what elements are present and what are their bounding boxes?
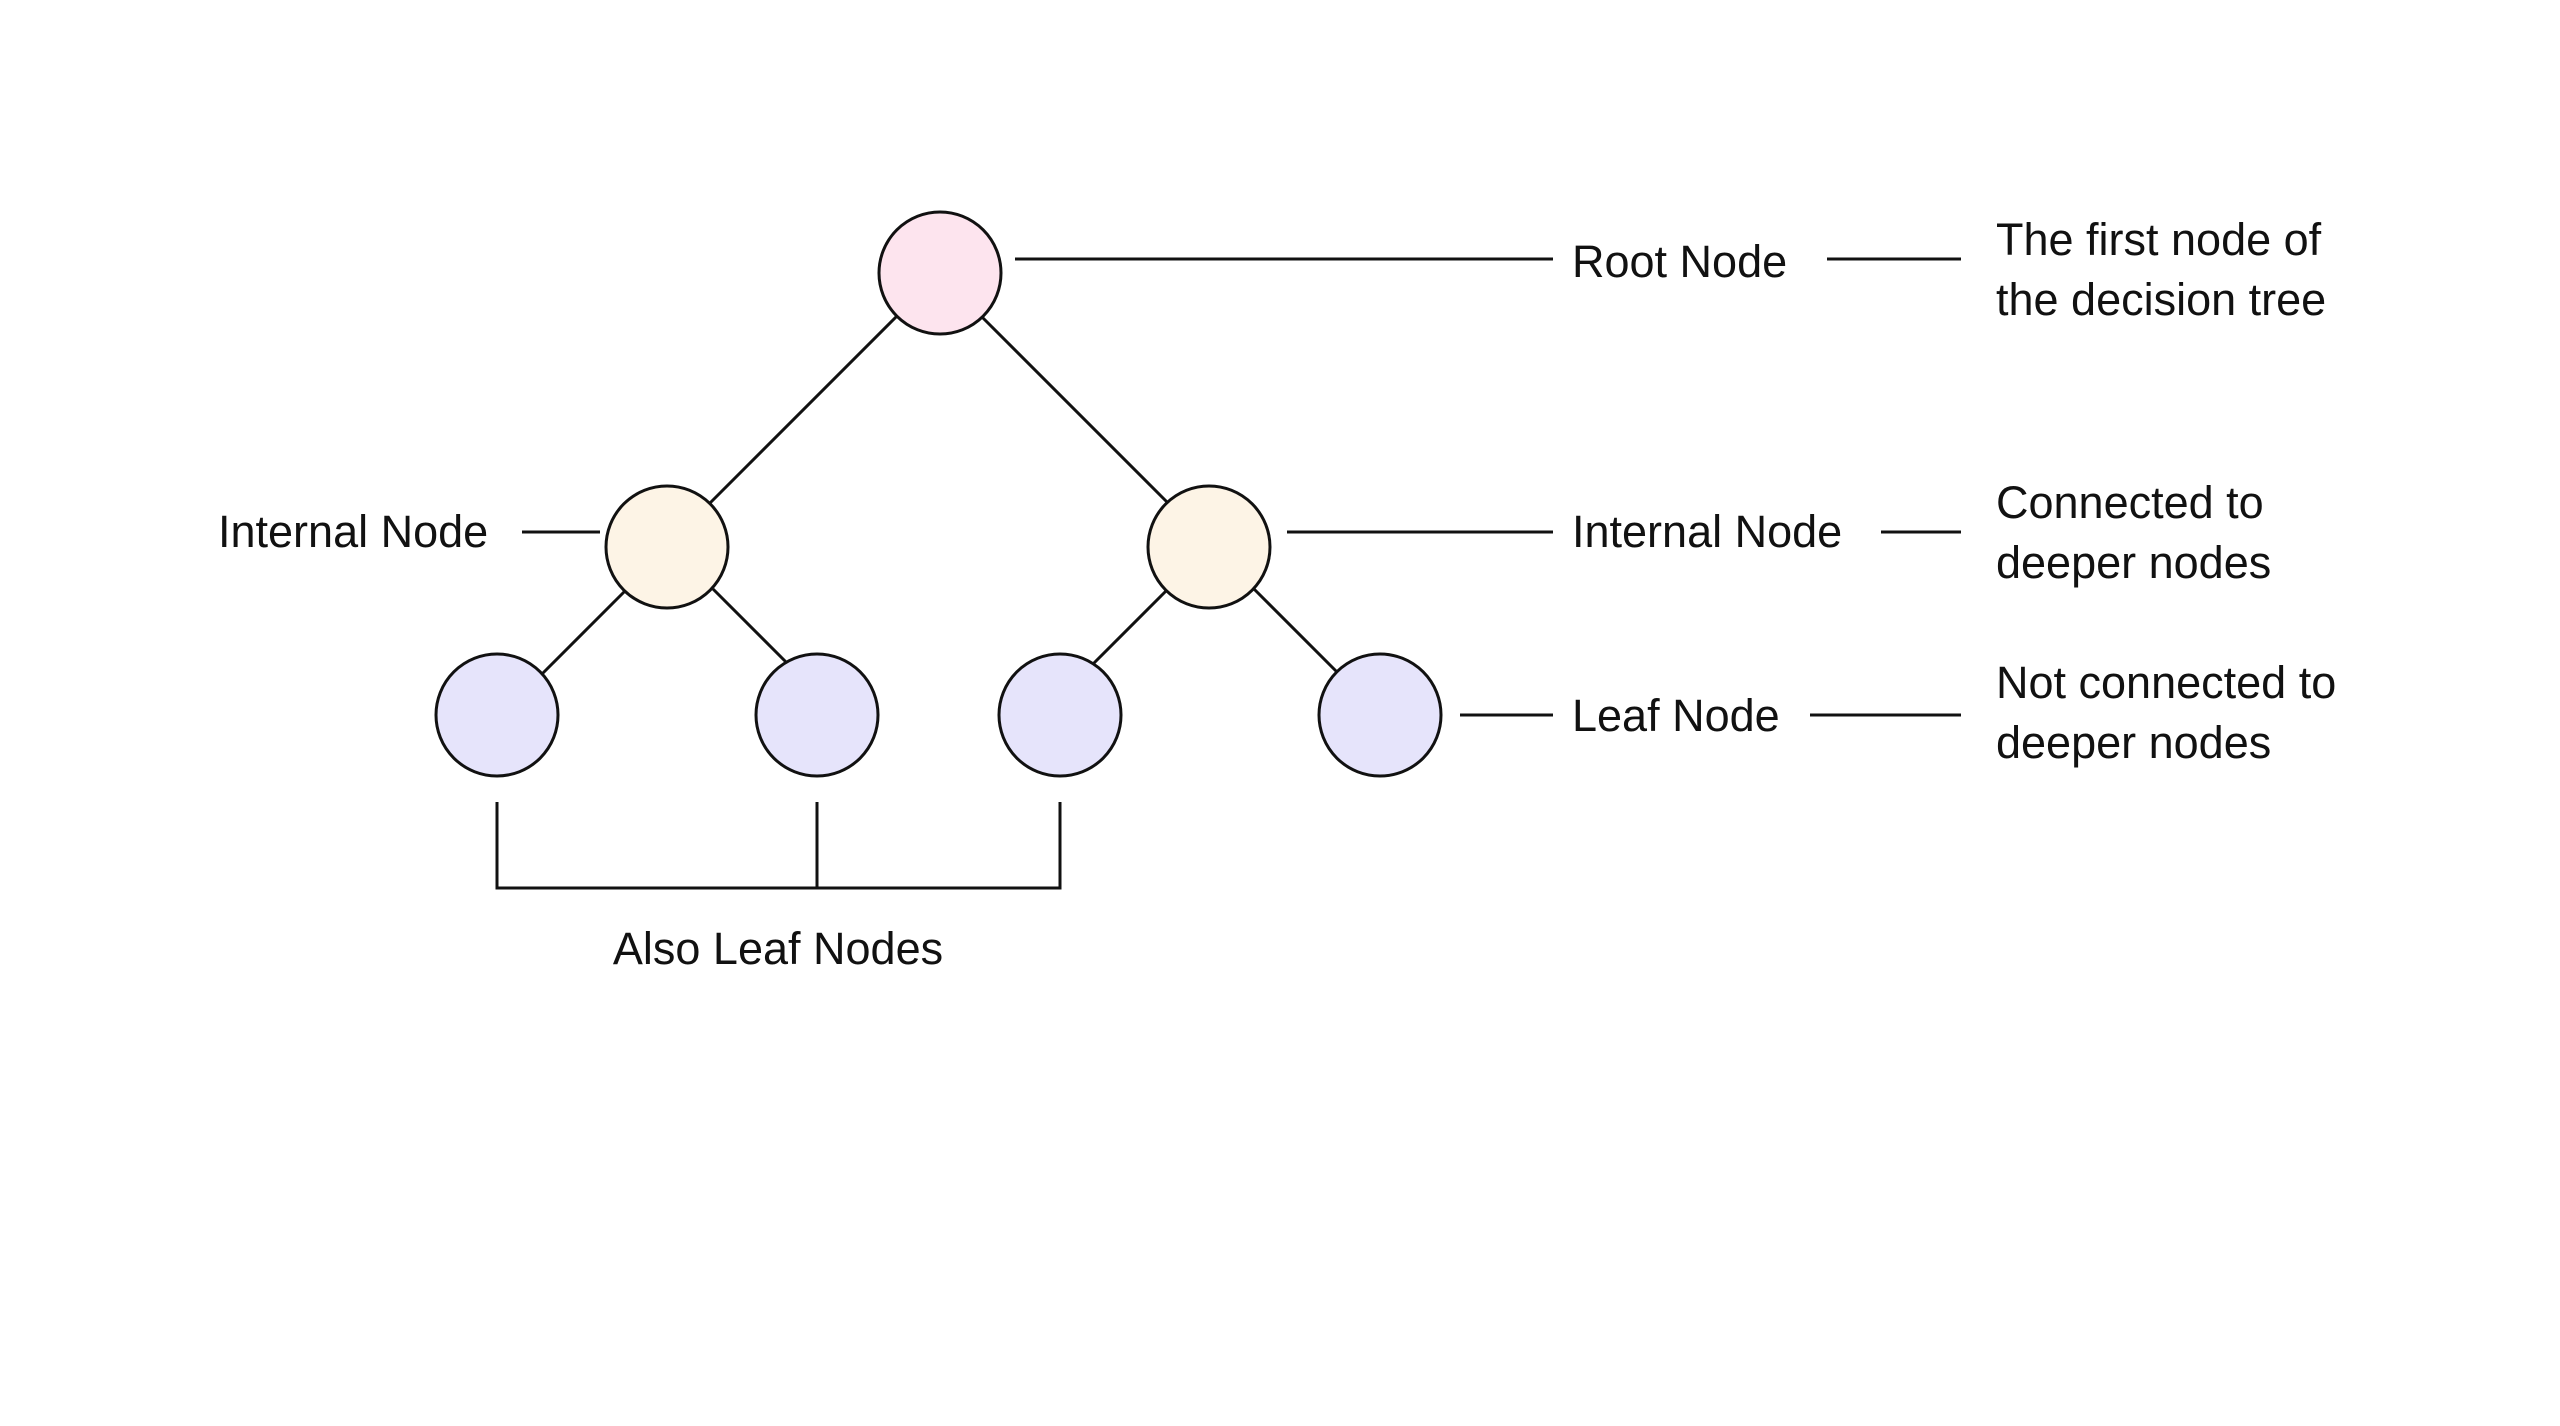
root-desc-line-2: the decision tree <box>1996 274 2326 325</box>
internal-node-label-left: Internal Node <box>218 506 488 557</box>
leaf-node-1 <box>434 652 560 778</box>
also-leaf-bracket <box>495 802 1062 890</box>
leaf-node-2 <box>754 652 880 778</box>
edge-right-internal-to-leaf-3 <box>1088 587 1170 669</box>
root-node-label: Root Node <box>1572 236 1787 287</box>
root-desc-line-1: The first node of <box>1996 214 2322 265</box>
leaf-node-3 <box>997 652 1123 778</box>
edge-root-to-right-internal <box>980 315 1171 506</box>
internal-desc-line-2: deeper nodes <box>1996 537 2271 588</box>
internal-node-left <box>604 484 730 610</box>
root-node <box>877 210 1003 336</box>
leaf-node-label: Leaf Node <box>1572 690 1780 741</box>
edge-left-internal-to-leaf-1 <box>538 587 629 678</box>
also-leaf-nodes-label: Also Leaf Nodes <box>613 923 943 974</box>
internal-desc-line-1: Connected to <box>1996 477 2264 528</box>
callout-connectors <box>522 257 1961 717</box>
internal-node-label-right: Internal Node <box>1572 506 1842 557</box>
edge-root-to-left-internal <box>705 313 900 508</box>
leaf-desc-line-1: Not connected to <box>1996 657 2336 708</box>
internal-node-right <box>1146 484 1272 610</box>
tree-nodes <box>434 210 1443 778</box>
edge-left-internal-to-leaf-2 <box>711 587 793 669</box>
leaf-node-4 <box>1317 652 1443 778</box>
tree-edges <box>538 313 1343 678</box>
diagram-labels: Root Node The first node of the decision… <box>218 214 2336 974</box>
leaf-desc-line-2: deeper nodes <box>1996 717 2271 768</box>
edge-right-internal-to-leaf-4 <box>1252 587 1343 678</box>
